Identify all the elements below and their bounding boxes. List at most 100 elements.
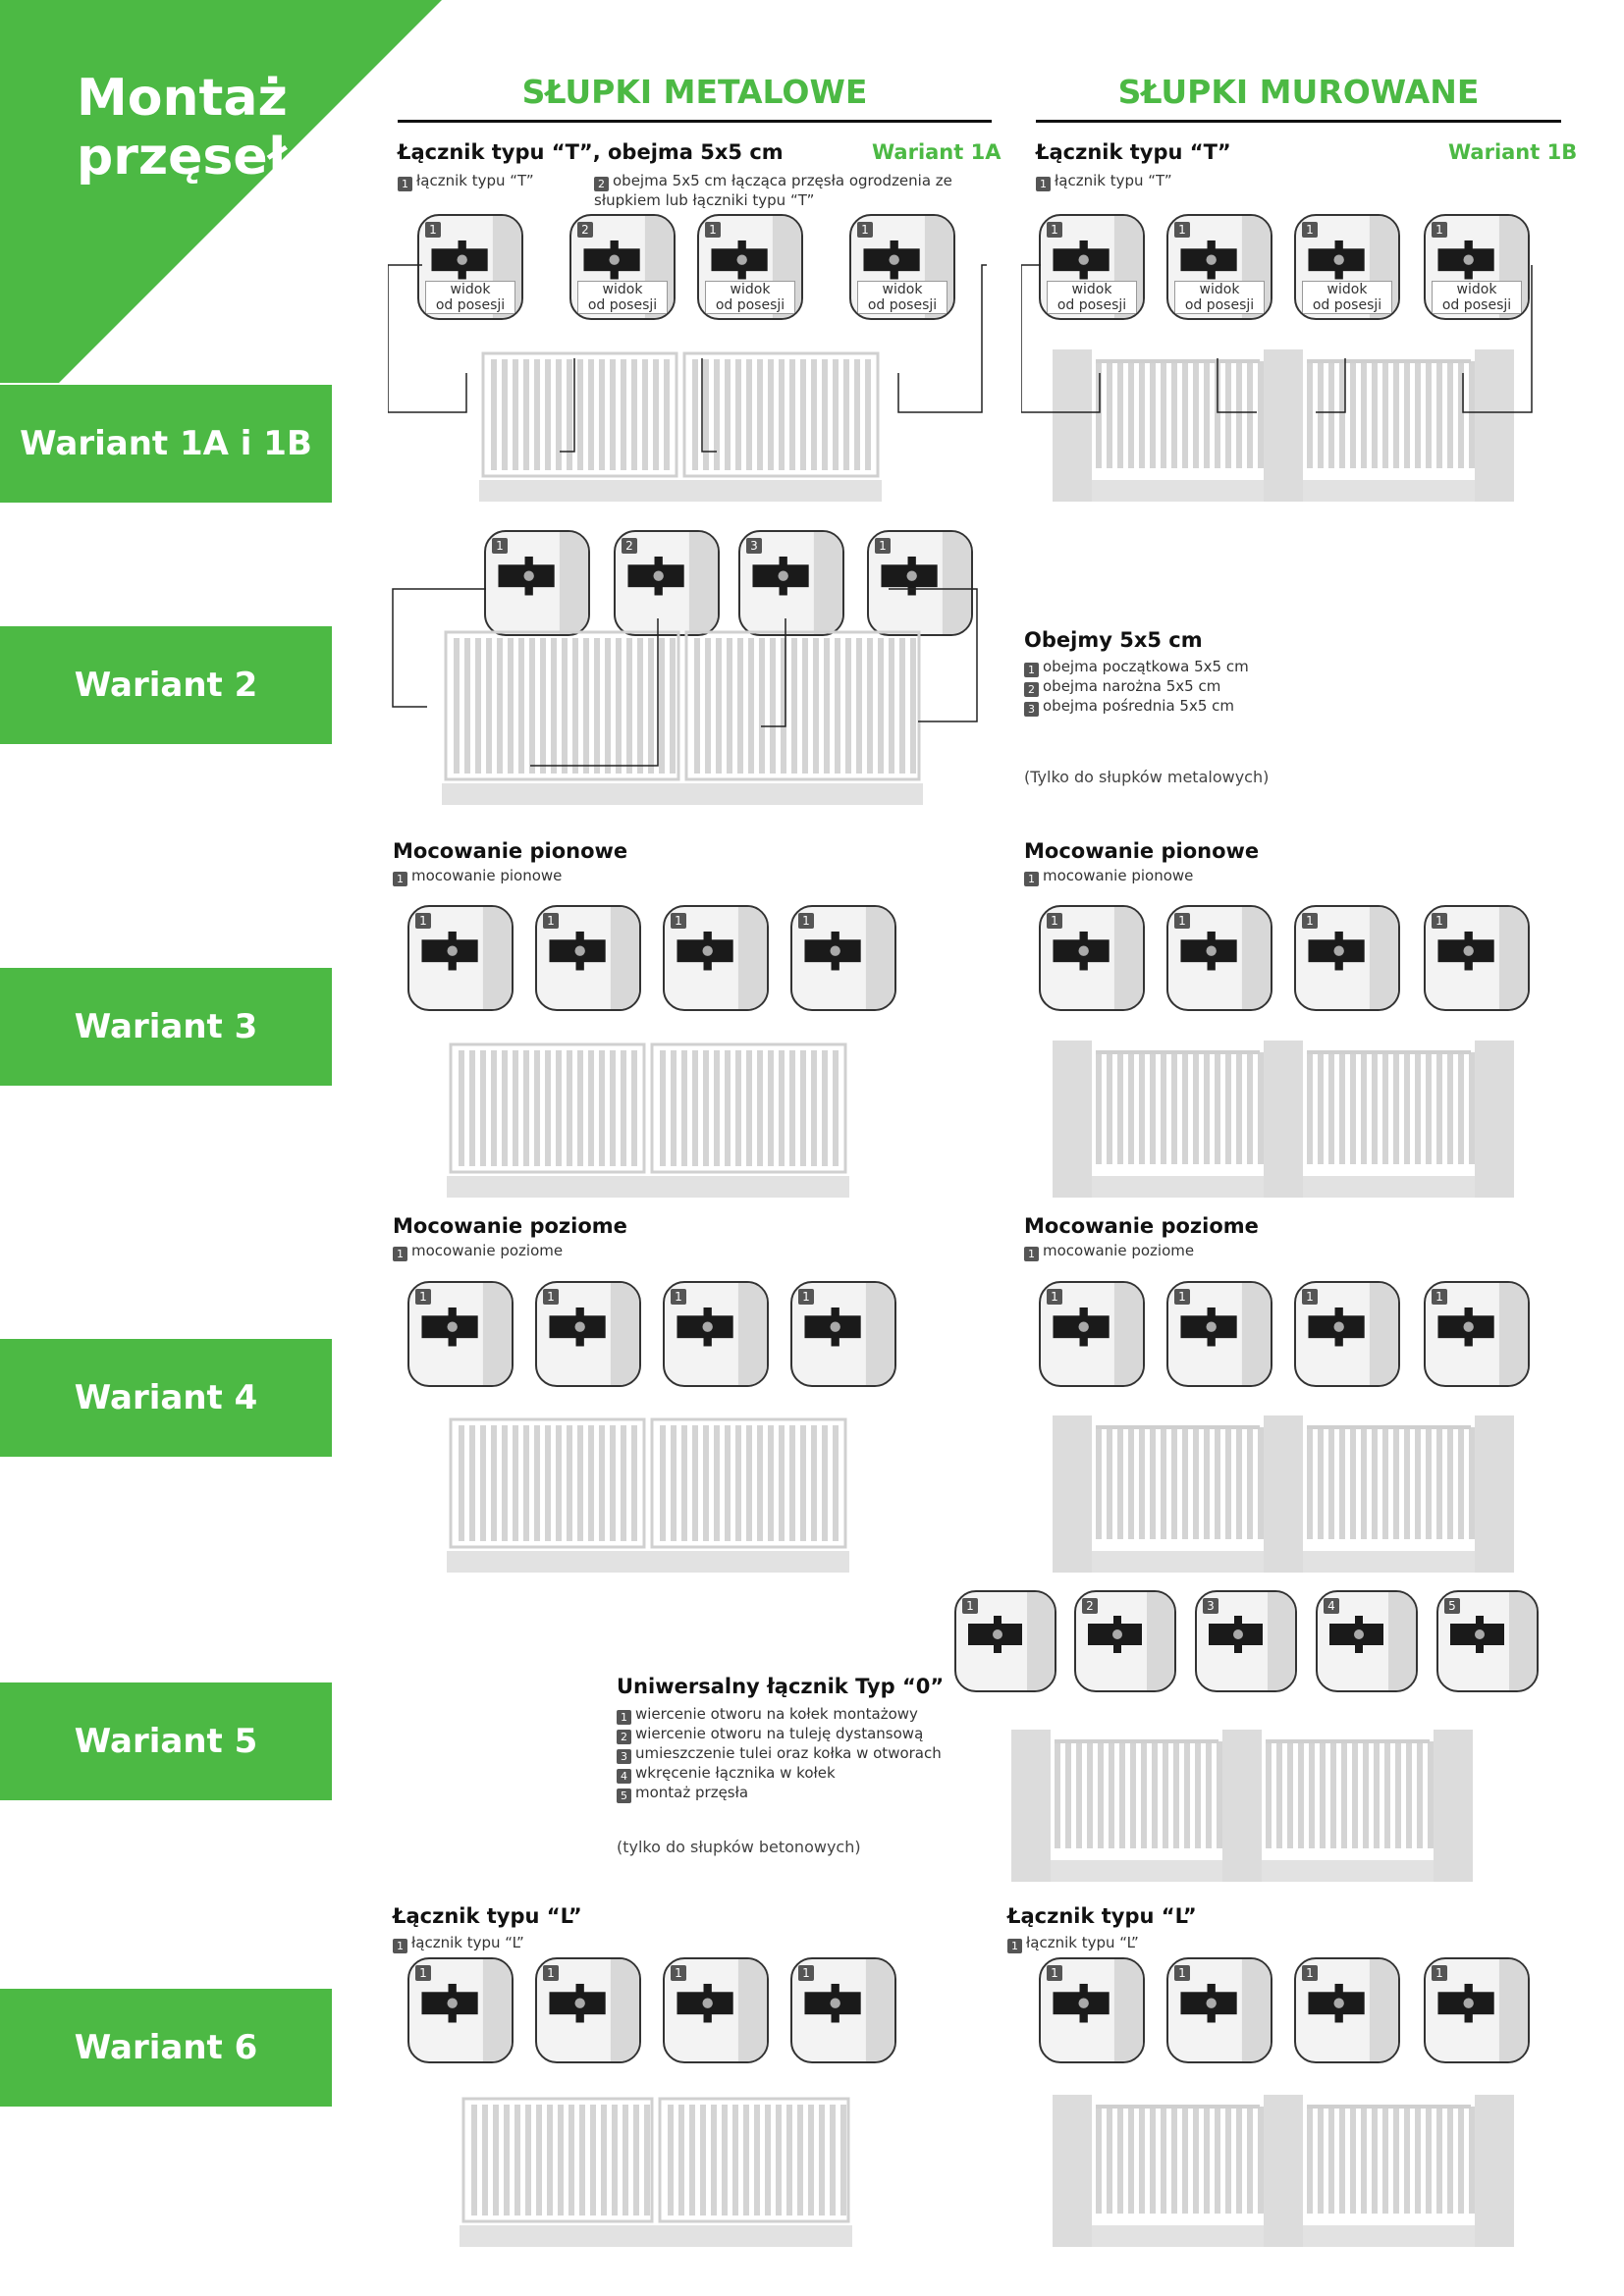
bracket-icon <box>677 1959 767 2061</box>
bracket-icon <box>498 532 588 634</box>
step-badge: 1 <box>1174 1965 1190 1981</box>
step-badge: 1 <box>671 1289 686 1305</box>
v4-masonry-fence <box>1053 1415 1514 1573</box>
v1a-fence <box>479 351 882 502</box>
step-badge: 1 <box>543 913 559 929</box>
step-badge: 1 <box>798 1289 814 1305</box>
step-badge: 3 <box>1203 1598 1218 1614</box>
v2-note: (Tylko do słupków metalowych) <box>1024 768 1270 786</box>
column-rule-masonry <box>1036 120 1561 123</box>
step-badge: 1 <box>1174 913 1190 929</box>
v5-fence <box>1011 1730 1473 1882</box>
bracket-icon <box>1450 1592 1537 1690</box>
bracket-icon <box>804 1283 894 1385</box>
v2-detail-4: 1 <box>867 530 973 636</box>
v1a-title: Łącznik typu “T”, obejma 5x5 cm <box>398 140 784 164</box>
v5-detail-3: 3 <box>1195 1590 1297 1692</box>
v6-masonry-detail-3: 1 <box>1294 1957 1400 2063</box>
bracket-icon <box>1053 1959 1143 2061</box>
step-badge: 1 <box>492 538 508 554</box>
v1b-title: Łącznik typu “T” <box>1036 140 1231 164</box>
step-badge: 1 <box>1432 1965 1447 1981</box>
variant-tab-4: Wariant 4 <box>0 1339 332 1457</box>
v2-detail-2: 2 <box>614 530 720 636</box>
variant-tab-5: Wariant 5 <box>0 1682 332 1800</box>
v3-metal-detail-4: 1 <box>790 905 896 1011</box>
step-badge: 1 <box>1302 1289 1318 1305</box>
v3-metal-fence <box>447 1042 849 1198</box>
v4-masonry-detail-3: 1 <box>1294 1281 1400 1387</box>
step-badge: 1 <box>1302 1965 1318 1981</box>
bracket-icon <box>1053 1283 1143 1385</box>
variant-tab-1: Wariant 1A i 1B <box>0 385 332 503</box>
bracket-icon <box>549 1959 639 2061</box>
bracket-icon <box>1053 907 1143 1009</box>
bracket-icon <box>1308 216 1398 318</box>
bracket-icon <box>1329 1592 1416 1690</box>
page-title: Montaż przęseł <box>77 69 288 187</box>
bracket-icon <box>752 532 842 634</box>
step-badge: 1 <box>671 913 686 929</box>
column-header-metal: SŁUPKI METALOWE <box>521 73 868 111</box>
bracket-icon <box>677 1283 767 1385</box>
step-badge: 1 <box>425 222 441 238</box>
v2-detail-3: 3 <box>738 530 844 636</box>
step-badge: 2 <box>622 538 637 554</box>
step-badge: 4 <box>1324 1598 1339 1614</box>
v2-title: Obejmy 5x5 cm <box>1024 628 1203 652</box>
v2-connector-lines <box>392 588 978 767</box>
bracket-icon <box>421 1283 512 1385</box>
v3-masonry-detail-1: 1 <box>1039 905 1145 1011</box>
v4-title-metal: Mocowanie poziome <box>393 1214 627 1238</box>
v3-metal-detail-2: 1 <box>535 905 641 1011</box>
step-badge: 1 <box>857 222 873 238</box>
bracket-icon <box>421 1959 512 2061</box>
column-rule-metal <box>398 120 992 123</box>
v5-detail-1: 1 <box>954 1590 1056 1692</box>
step-badge: 1 <box>415 913 431 929</box>
bracket-icon <box>1180 1959 1271 2061</box>
v3-title-masonry: Mocowanie pionowe <box>1024 839 1260 863</box>
step-badge: 1 <box>705 222 721 238</box>
step-badge: 1 <box>415 1965 431 1981</box>
step-badge: 1 <box>1047 222 1062 238</box>
step-badge: 1 <box>1047 1289 1062 1305</box>
v6-metal-detail-2: 1 <box>535 1957 641 2063</box>
bracket-icon <box>421 907 512 1009</box>
step-badge: 1 <box>798 1965 814 1981</box>
v4-metal-detail-3: 1 <box>663 1281 769 1387</box>
v6-masonry-detail-4: 1 <box>1424 1957 1530 2063</box>
step-badge: 5 <box>1444 1598 1460 1614</box>
step-badge: 1 <box>1432 913 1447 929</box>
v1b-connector-lines <box>1021 264 1533 413</box>
v6-title-masonry: Łącznik typu “L” <box>1007 1904 1197 1928</box>
step-badge: 1 <box>1174 222 1190 238</box>
variant-tab-3: Wariant 3 <box>0 968 332 1086</box>
v3-masonry-detail-4: 1 <box>1424 905 1530 1011</box>
bracket-icon <box>1308 1283 1398 1385</box>
v6-metal-detail-4: 1 <box>790 1957 896 2063</box>
bracket-icon <box>968 1592 1055 1690</box>
v3-masonry-detail-2: 1 <box>1166 905 1272 1011</box>
step-badge: 1 <box>1174 1289 1190 1305</box>
v6-metal-detail-3: 1 <box>663 1957 769 2063</box>
step-badge: 1 <box>798 913 814 929</box>
bracket-icon <box>1088 1592 1174 1690</box>
